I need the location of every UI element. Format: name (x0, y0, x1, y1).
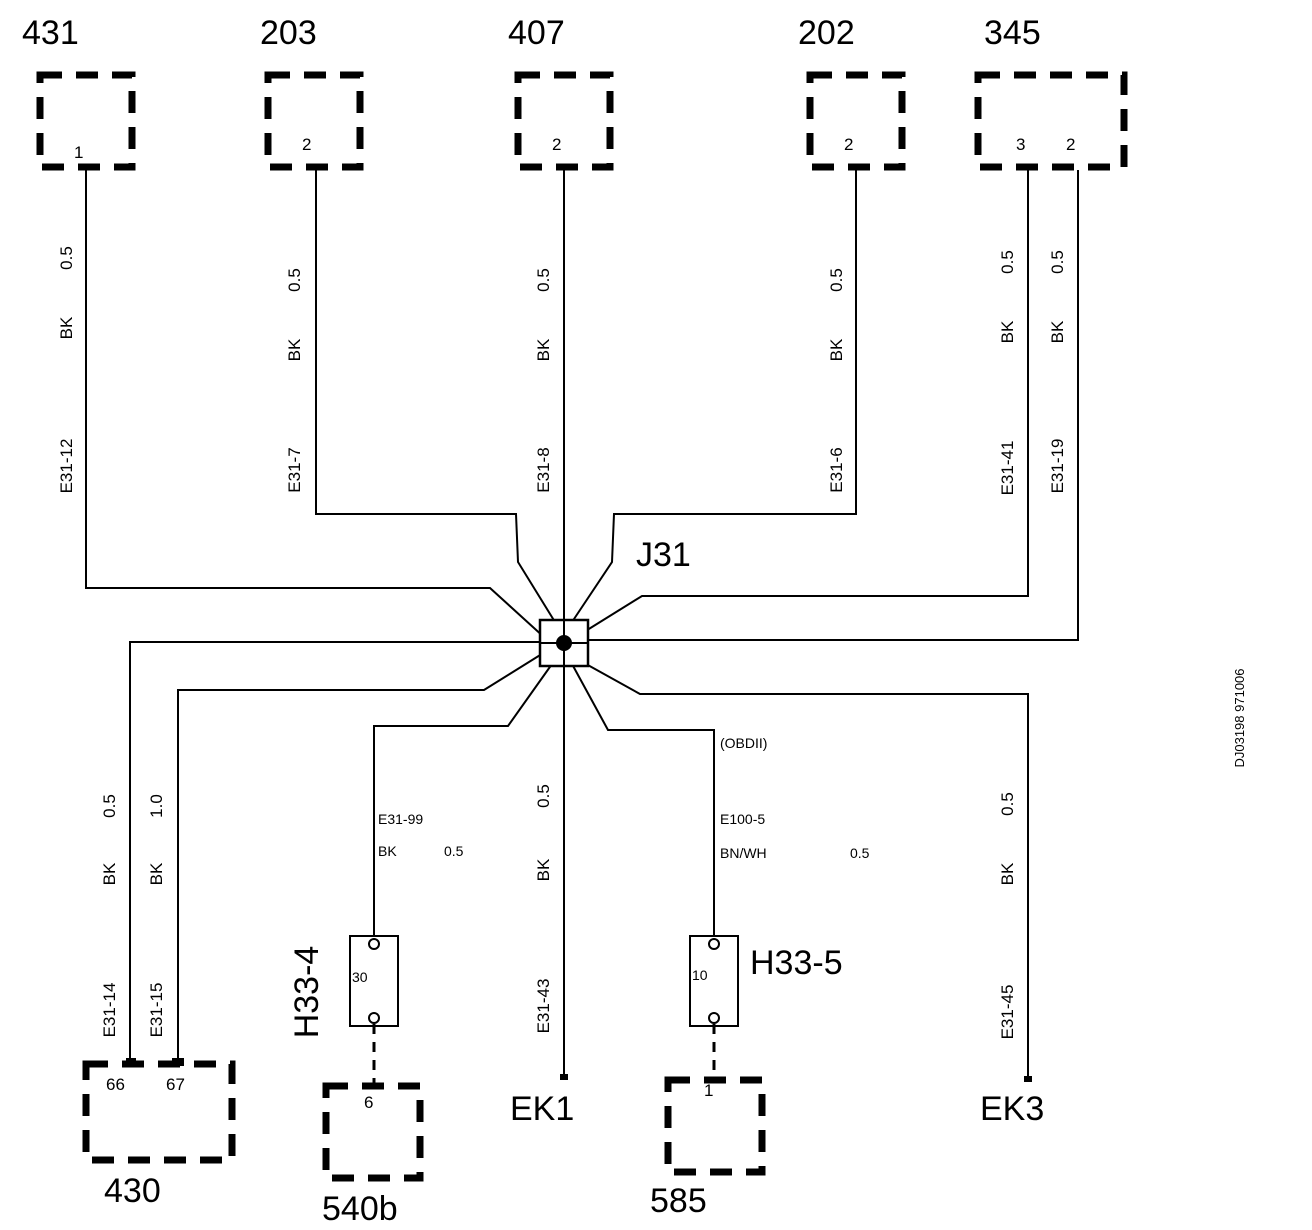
wire-202-code: E31-6 (827, 447, 846, 492)
connector-431[interactable]: 431 1 (22, 14, 136, 171)
wire-430-66-labels: 0.5 BK E31-14 (100, 794, 119, 1037)
wire-ek3-color: BK (998, 862, 1017, 885)
wire-ek1-size: 0.5 (534, 784, 553, 808)
wire-h33-5-note: (OBDII) (720, 735, 767, 751)
wire-203-code: E31-7 (285, 447, 304, 492)
wire-202-size: 0.5 (827, 268, 846, 292)
connector-345-pin-3: 3 (1016, 135, 1025, 154)
connector-540b-pin: 6 (364, 1093, 373, 1112)
wire-430-67-color: BK (147, 862, 166, 885)
connector-585-id: 585 (650, 1182, 707, 1220)
wire-407-color: BK (534, 338, 553, 361)
wire-431-size: 0.5 (57, 246, 76, 270)
wire-h33-4 (373, 663, 553, 938)
wire-345-2-color: BK (1048, 320, 1067, 343)
connector-430-id: 430 (104, 1172, 161, 1210)
connector-203[interactable]: 203 2 (260, 14, 364, 171)
wire-345-3 (583, 170, 1029, 633)
splice-j31[interactable]: J31 (538, 536, 691, 668)
wire-ek1-color: BK (534, 858, 553, 881)
wire-ek3-labels: 0.5 BK E31-45 (998, 792, 1017, 1039)
wire-203-labels: 0.5 BK E31-7 (285, 268, 304, 493)
wire-h33-5-color: BN/WH (720, 845, 767, 861)
wire-407-labels: 0.5 BK E31-8 (534, 268, 553, 493)
wire-431-code: E31-12 (57, 439, 76, 494)
connector-430[interactable]: 66 67 430 (82, 1058, 236, 1210)
wire-345-3-labels: 0.5 BK E31-41 (998, 250, 1017, 495)
wire-345-3-size: 0.5 (998, 250, 1017, 274)
wire-430-66 (129, 641, 540, 1062)
wire-202-labels: 0.5 BK E31-6 (827, 268, 846, 493)
connector-202-id: 202 (798, 14, 855, 52)
wire-h33-5-code: E100-5 (720, 811, 765, 827)
fuse-h33-5-pin: 10 (692, 967, 708, 983)
wire-203 (315, 170, 556, 623)
ground-ek3[interactable]: EK3 (980, 1076, 1044, 1128)
fuse-h33-5-id: H33-5 (750, 944, 843, 982)
connector-203-id: 203 (260, 14, 317, 52)
wire-430-66-size: 0.5 (100, 794, 119, 818)
connector-345-pin-2: 2 (1066, 135, 1075, 154)
wire-h33-4-labels: E31-99 BK 0.5 (378, 811, 464, 859)
connector-407-pin: 2 (552, 135, 561, 154)
wire-430-67-code: E31-15 (147, 983, 166, 1038)
wire-ek3 (585, 663, 1029, 1078)
wire-h33-4-size: 0.5 (444, 843, 464, 859)
connector-430-pin-67: 67 (166, 1075, 185, 1094)
connector-585[interactable]: 1 585 (650, 1076, 766, 1220)
wire-431 (85, 170, 546, 639)
wire-345-2-size: 0.5 (1048, 250, 1067, 274)
wire-ek1-labels: 0.5 BK E31-43 (534, 784, 553, 1033)
ground-ek1[interactable]: EK1 (510, 1074, 574, 1128)
wire-h33-5 (571, 663, 715, 938)
wire-h33-5-labels: (OBDII) E100-5 BN/WH 0.5 (720, 735, 870, 861)
wire-430-67-size: 1.0 (147, 794, 166, 818)
connector-202[interactable]: 202 2 (798, 14, 906, 171)
wire-ek3-size: 0.5 (998, 792, 1017, 816)
wire-430-66-color: BK (100, 862, 119, 885)
wire-202 (571, 170, 857, 623)
wire-430-67 (177, 651, 546, 1062)
fuse-h33-4-pin: 30 (352, 969, 368, 985)
diagram-id: DJ03198 971006 (1232, 668, 1247, 767)
fuse-h33-4-id: H33-4 (288, 946, 326, 1039)
wire-431-color: BK (57, 316, 76, 339)
connector-407[interactable]: 407 2 (508, 14, 614, 171)
wire-430-67-labels: 1.0 BK E31-15 (147, 794, 166, 1037)
wire-407-size: 0.5 (534, 268, 553, 292)
connector-430-pin-66: 66 (106, 1075, 125, 1094)
connector-431-pin: 1 (74, 143, 83, 162)
connector-585-pin: 1 (704, 1081, 713, 1100)
ground-ek3-label: EK3 (980, 1090, 1044, 1128)
wire-h33-5-size: 0.5 (850, 845, 870, 861)
wire-ek1-code: E31-43 (534, 979, 553, 1034)
splice-j31-id: J31 (636, 536, 691, 574)
connector-431-id: 431 (22, 14, 79, 52)
wire-345-3-code: E31-41 (998, 441, 1017, 496)
wire-h33-4-code: E31-99 (378, 811, 423, 827)
wire-203-size: 0.5 (285, 268, 304, 292)
wire-345-2-code: E31-19 (1048, 439, 1067, 494)
wire-345-3-color: BK (998, 320, 1017, 343)
connector-345-id: 345 (984, 14, 1041, 52)
connector-540b-id: 540b (322, 1190, 398, 1228)
connector-202-pin: 2 (844, 135, 853, 154)
wire-407-code: E31-8 (534, 447, 553, 492)
connector-407-id: 407 (508, 14, 565, 52)
wire-ek3-code: E31-45 (998, 985, 1017, 1040)
ground-ek1-label: EK1 (510, 1090, 574, 1128)
wire-431-labels: 0.5 BK E31-12 (57, 246, 76, 493)
fuse-h33-4[interactable]: 30 H33-4 (288, 935, 399, 1086)
connector-203-pin: 2 (302, 135, 311, 154)
connector-345[interactable]: 345 3 2 (974, 14, 1128, 171)
wire-h33-4-color: BK (378, 843, 397, 859)
wire-345-2-labels: 0.5 BK E31-19 (1048, 250, 1067, 493)
connector-540b[interactable]: 6 540b (322, 1082, 424, 1228)
wire-203-color: BK (285, 338, 304, 361)
wire-345-2 (588, 170, 1079, 641)
fuse-h33-5[interactable]: 10 H33-5 (689, 935, 843, 1082)
wire-202-color: BK (827, 338, 846, 361)
wire-430-66-code: E31-14 (100, 983, 119, 1038)
